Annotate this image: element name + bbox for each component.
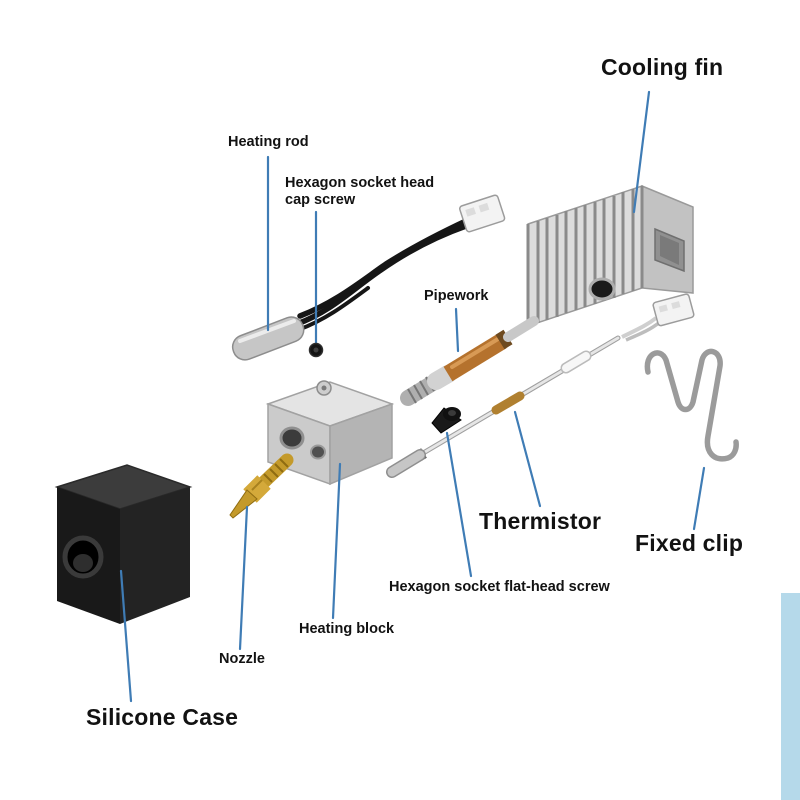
leader-silicone-case	[119, 569, 133, 703]
pipework-silver-tip	[503, 316, 539, 342]
leader-heating-block	[331, 462, 342, 620]
nozzle-hex-facet	[251, 479, 263, 491]
nozzle-cone-tip	[229, 489, 258, 519]
cap-screw-socket	[313, 347, 319, 353]
pipework-collar	[427, 365, 457, 390]
flat-head-screw-part	[431, 407, 462, 434]
nozzle-threads	[263, 458, 289, 483]
label-fixed-clip: Fixed clip	[635, 530, 744, 556]
corner-accent-stripe	[781, 593, 800, 800]
nozzle-hex-nut	[243, 475, 271, 503]
silicone-case-hole-inner	[73, 554, 93, 572]
thermistor-lead	[621, 316, 658, 339]
leader-pipework	[454, 307, 460, 353]
thermistor-brass-fitting	[491, 391, 525, 415]
fixed-clip-part	[644, 348, 739, 462]
cap-screw-part	[308, 342, 324, 358]
thermistor-part	[386, 293, 695, 478]
silicone-case-part	[54, 464, 193, 624]
leader-lines	[119, 90, 706, 703]
heating-block-side-face	[329, 402, 393, 486]
pipework-copper-body	[443, 333, 507, 382]
heating-rod-wire	[296, 286, 370, 332]
heating-rod-body	[231, 316, 305, 361]
pipework-part	[400, 316, 539, 406]
label-pipework: Pipework	[424, 288, 489, 304]
label-silicone-case: Silicone Case	[86, 704, 239, 730]
heating-rod-highlight	[238, 319, 296, 343]
heating-block-top-screw-socket	[321, 385, 327, 391]
nozzle-part	[229, 453, 294, 519]
thermistor-sleeve	[562, 352, 590, 372]
leader-thermistor	[513, 410, 542, 508]
thermistor-connector	[652, 293, 695, 327]
pipework-copper-highlight	[450, 337, 500, 369]
label-cooling-fin: Cooling fin	[601, 54, 724, 80]
label-heating-rod: Heating rod	[228, 134, 309, 150]
heatsink-bore-hole	[588, 277, 616, 301]
flat-head-screw-socket	[448, 410, 456, 416]
heating-rod-part	[231, 194, 506, 361]
heating-rod-wire	[297, 217, 471, 319]
leader-nozzle	[238, 505, 249, 651]
leader-cooling-fin	[632, 90, 651, 214]
thermistor-sensor-tip	[387, 450, 425, 477]
silicone-case-side-face	[120, 487, 190, 624]
label-nozzle: Nozzle	[219, 651, 265, 667]
leader-fixed-clip	[692, 466, 706, 531]
heating-block-bore-hole	[279, 426, 305, 450]
cooling-fin-part	[526, 184, 694, 328]
heatsink-square-recess-inner	[660, 235, 679, 265]
heating-rod-connector	[458, 194, 506, 233]
label-hex-flat-screw: Hexagon socket flat-head screw	[389, 579, 610, 595]
label-hex-cap-screw: Hexagon socket head cap screw	[285, 175, 435, 209]
leader-flat-head-screw	[445, 431, 473, 578]
label-heating-block: Heating block	[299, 621, 395, 637]
nozzle-thread-body	[255, 453, 294, 491]
heating-block-small-hole	[310, 444, 326, 460]
heatsink-fins	[526, 186, 644, 326]
label-thermistor: Thermistor	[479, 508, 602, 534]
fixed-clip-wire	[644, 348, 739, 462]
heating-rod-wire	[294, 223, 469, 327]
